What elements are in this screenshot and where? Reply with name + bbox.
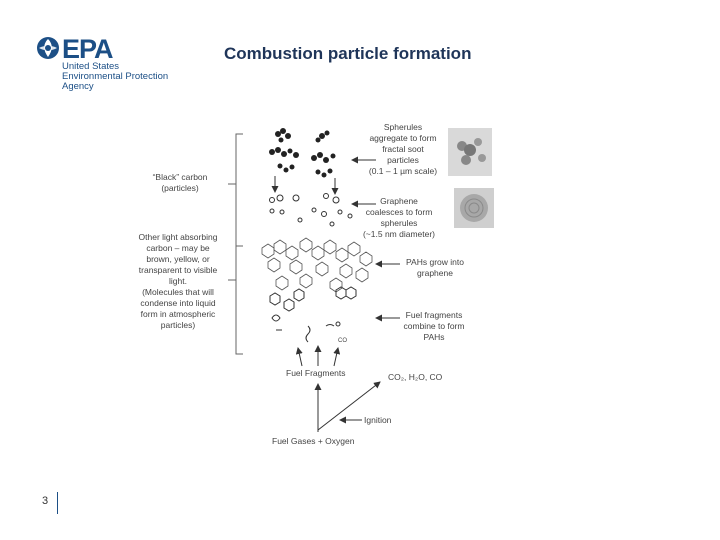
fuel-fragment-shapes	[271, 314, 341, 343]
graphene-micrograph	[454, 188, 494, 228]
soot-micrograph	[448, 128, 492, 176]
spherules-label: Spherules aggregate to form fractal soot…	[368, 122, 438, 176]
light-absorbing-label: Other light absorbing carbon – may be br…	[138, 232, 218, 330]
fragments-label: Fuel fragments combine to form PAHs	[403, 310, 465, 342]
spherules	[269, 193, 353, 227]
co-small-label: CO	[338, 338, 347, 344]
epa-logo-line-3: Agency	[62, 81, 94, 92]
ignition-label: Ignition	[364, 415, 392, 425]
light-absorbing-bracket	[228, 245, 243, 355]
black-carbon-label: “Black” carbon (particles)	[152, 172, 208, 193]
pah-rings	[269, 286, 357, 312]
epa-logo: EPA United States Environmental Protecti…	[36, 34, 176, 92]
epa-flower-icon	[37, 37, 59, 59]
graphene-label: Graphene coalesces to form spherules (~1…	[362, 196, 436, 239]
page-number: 3	[34, 492, 58, 514]
soot-aggregates	[269, 128, 336, 178]
pahs-label: PAHs grow into graphene	[406, 257, 464, 278]
pah-graphene-network	[261, 237, 373, 293]
fuel-gases-label: Fuel Gases + Oxygen	[272, 436, 355, 446]
fuel-fragments-label: Fuel Fragments	[286, 368, 346, 378]
slide-title: Combustion particle formation	[224, 44, 472, 63]
co2-label: CO₂, H₂O, CO	[388, 372, 443, 382]
epa-logo-line-1: United States	[62, 61, 120, 72]
black-carbon-bracket	[228, 133, 243, 247]
epa-logo-word: EPA	[62, 34, 114, 64]
epa-logo-line-2: Environmental Protection	[62, 71, 169, 82]
